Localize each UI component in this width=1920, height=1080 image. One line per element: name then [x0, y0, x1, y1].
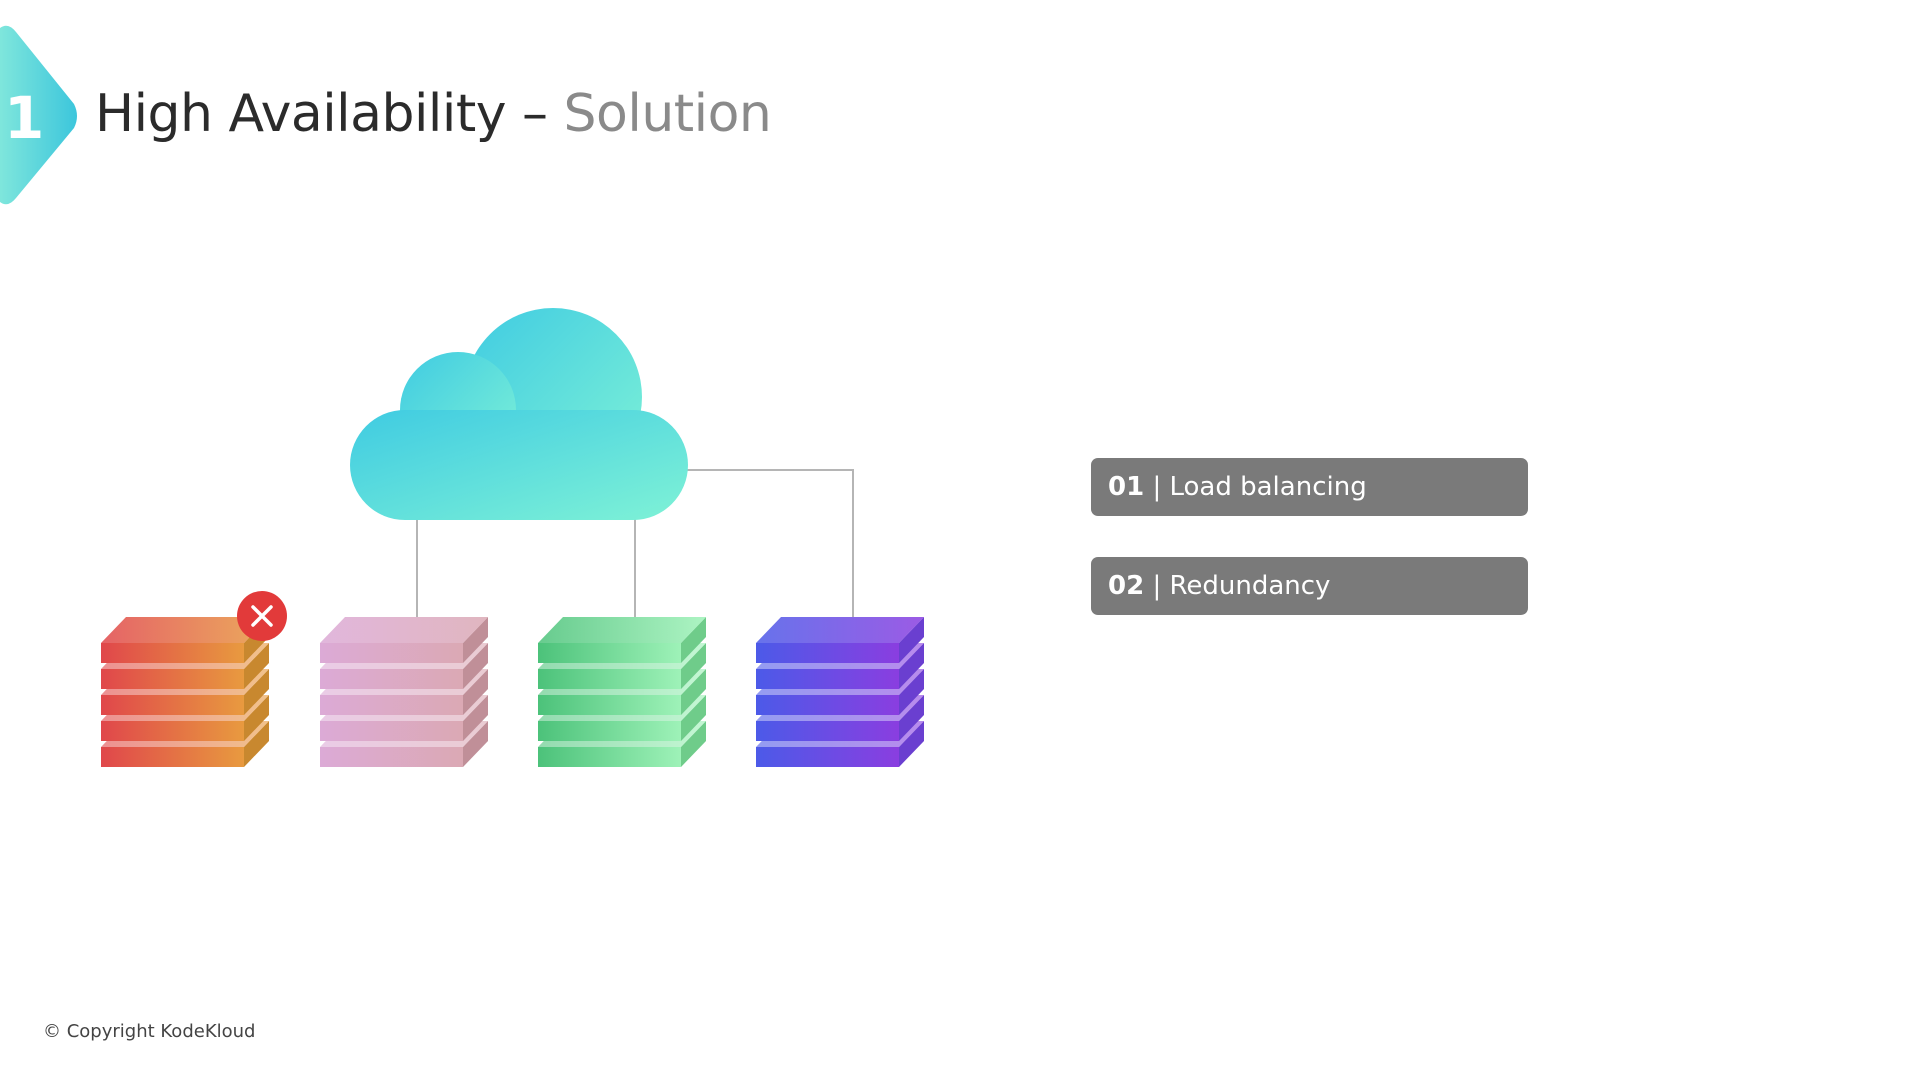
- title-sub: Solution: [563, 84, 772, 144]
- page-title: High Availability – Solution: [95, 84, 772, 144]
- failed-x-icon: [237, 591, 287, 641]
- section-number: 1: [4, 84, 45, 152]
- connector-line: [680, 469, 854, 617]
- copyright: © Copyright KodeKloud: [43, 1021, 256, 1042]
- server-icon: [101, 617, 269, 767]
- server-icon: [538, 617, 706, 767]
- point-label: Redundancy: [1169, 571, 1331, 601]
- point-redundancy: 02 | Redundancy: [1091, 557, 1528, 615]
- cloud-icon: [350, 308, 688, 520]
- server-icon: [756, 617, 924, 767]
- point-number: 01: [1108, 472, 1145, 502]
- server-icon: [320, 617, 488, 767]
- point-load-balancing: 01 | Load balancing: [1091, 458, 1528, 516]
- ha-diagram: [101, 308, 924, 767]
- title-main: High Availability –: [95, 84, 548, 144]
- point-label: Load balancing: [1169, 472, 1367, 502]
- section-badge: [0, 25, 77, 205]
- point-number: 02: [1108, 571, 1145, 601]
